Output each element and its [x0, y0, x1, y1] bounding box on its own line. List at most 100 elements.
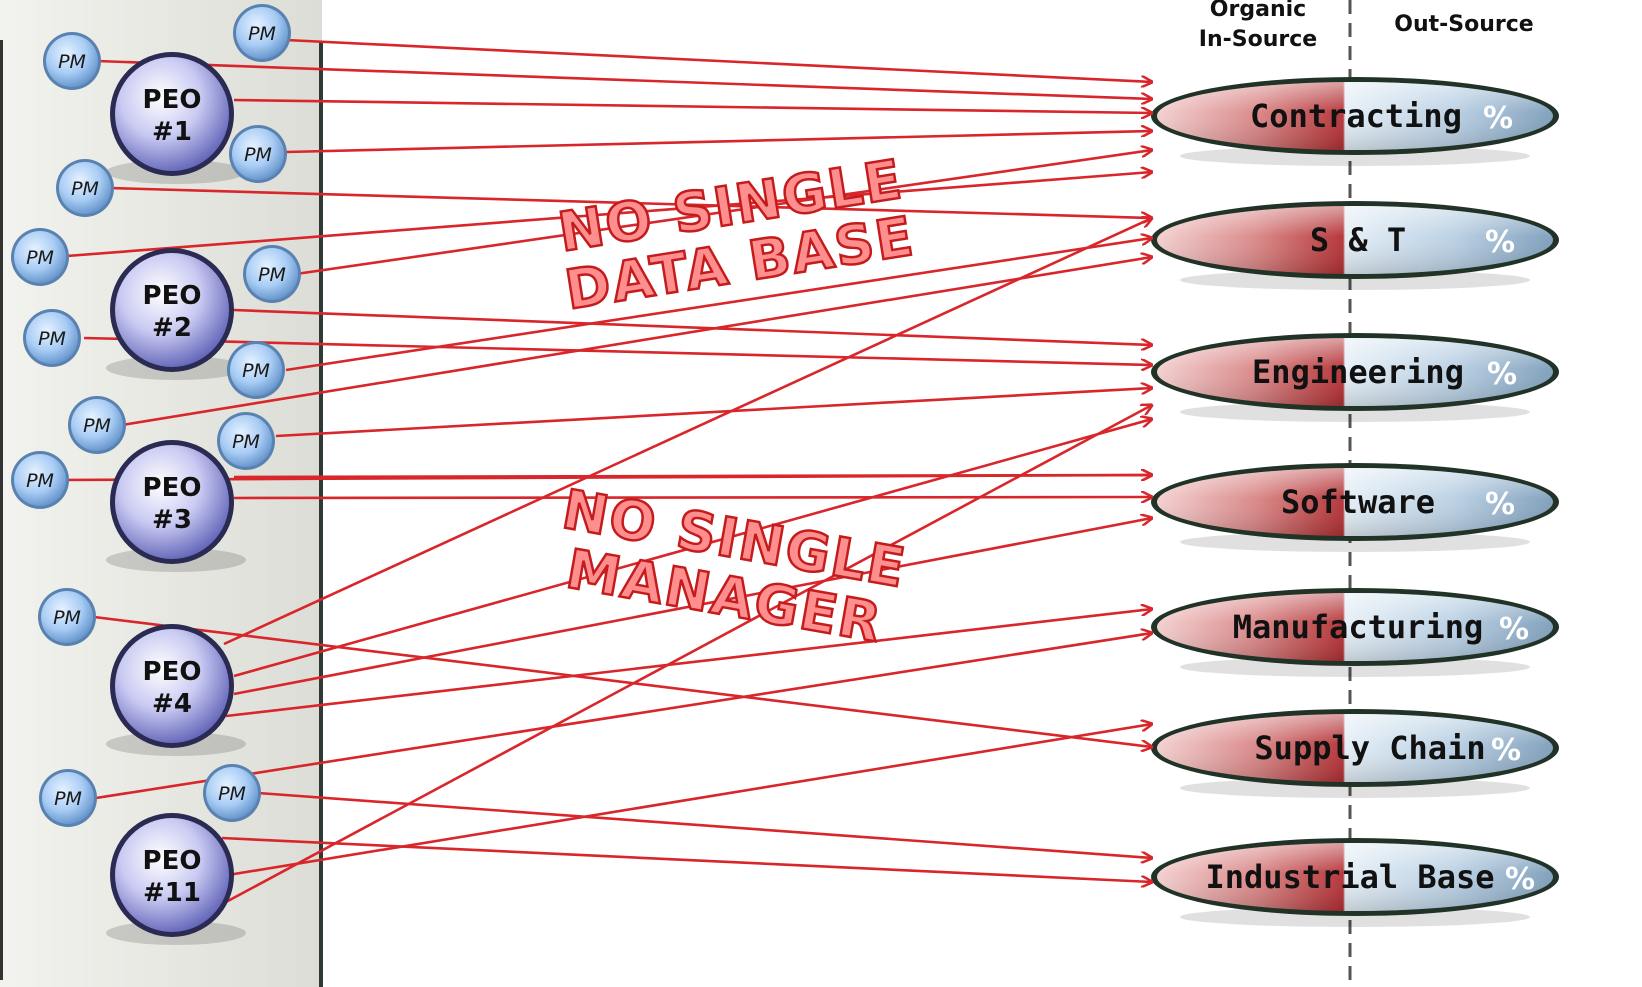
function-pill: Engineering% — [1151, 333, 1559, 422]
function-label: Contracting — [1250, 97, 1462, 135]
pm-label: PM — [248, 23, 276, 45]
org-nodes: PEO#1PEO#2PEO#3PEO#4PEO#11PMPMPMPMPMPMPM… — [11, 4, 301, 945]
function-label: Manufacturing — [1233, 608, 1483, 646]
pm-node: PM — [217, 412, 275, 470]
stamp-no-single-data-base: NO SINGLE DATA BASE — [553, 146, 920, 323]
pm-node: PM — [203, 764, 261, 822]
pm-circle — [71, 399, 123, 451]
pm-label: PM — [242, 360, 270, 382]
pm-label: PM — [53, 607, 81, 629]
pm-circle — [14, 454, 66, 506]
peo-node: PEO#1 — [106, 52, 246, 184]
function-pill: Software% — [1151, 463, 1559, 552]
pm-node: PM — [229, 125, 287, 183]
pm-node: PM — [11, 451, 69, 509]
peo-number: #2 — [152, 313, 192, 343]
peo-node: PEO#4 — [106, 624, 246, 756]
pm-circle — [232, 128, 284, 180]
pm-label: PM — [244, 144, 272, 166]
pm-circle — [41, 591, 93, 643]
connection-arrow — [225, 609, 1152, 718]
pm-circle — [236, 7, 288, 59]
connection-arrow — [233, 518, 1152, 696]
function-percent: % — [1487, 357, 1517, 392]
connection-arrow — [275, 388, 1152, 438]
pill-gloss — [1157, 82, 1553, 150]
function-label: S & T — [1310, 221, 1406, 259]
peo-circle — [115, 818, 229, 932]
pm-node: PM — [38, 588, 96, 646]
connection-arrow — [233, 475, 1152, 477]
peo-node: PEO#2 — [106, 248, 246, 380]
header-out-source: Out-Source — [1394, 12, 1533, 37]
pm-label: PM — [71, 178, 99, 200]
connection-arrows — [53, 38, 1152, 904]
pm-node: PM — [68, 396, 126, 454]
connection-arrow — [285, 238, 1152, 372]
connection-arrow — [233, 308, 1152, 345]
peo-circle — [115, 629, 229, 743]
pm-label: PM — [54, 788, 82, 810]
pm-circle — [206, 767, 258, 819]
pm-circle — [230, 344, 282, 396]
pm-label: PM — [232, 431, 260, 453]
connection-arrow — [223, 218, 1152, 646]
function-label: Industrial Base — [1206, 858, 1495, 896]
pm-label: PM — [218, 783, 246, 805]
peo-label: PEO — [143, 846, 202, 876]
connection-arrow — [221, 836, 1152, 882]
peo-circle — [115, 445, 229, 559]
peo-number: #1 — [152, 117, 192, 147]
function-label: Engineering — [1252, 353, 1464, 391]
pm-node: PM — [11, 228, 69, 286]
connection-arrow — [95, 633, 1152, 800]
connection-arrow — [221, 724, 1152, 878]
panel-left-edge — [0, 40, 3, 980]
pill-gloss — [1157, 843, 1553, 911]
peo-label: PEO — [143, 657, 202, 687]
function-percent: % — [1505, 862, 1535, 897]
function-label: Supply Chain — [1254, 729, 1485, 767]
connection-arrow — [121, 257, 1152, 427]
peo-circle — [115, 253, 229, 367]
pill-gloss — [1157, 338, 1553, 406]
pill-gloss — [1157, 593, 1553, 661]
pm-node: PM — [23, 309, 81, 367]
connection-arrow — [53, 172, 1152, 259]
peo-number: #11 — [143, 878, 201, 908]
peo-circle — [115, 57, 229, 171]
function-percent: % — [1491, 733, 1521, 768]
peo-node: PEO#11 — [106, 813, 246, 945]
header-in-source: In-Source — [1199, 27, 1317, 52]
pm-label: PM — [83, 415, 111, 437]
pm-label: PM — [38, 328, 66, 350]
pm-node: PM — [227, 341, 285, 399]
pm-circle — [246, 248, 298, 300]
pm-node: PM — [233, 4, 291, 62]
connection-arrow — [295, 150, 1152, 276]
peo-node: PEO#3 — [106, 440, 246, 572]
header-organic: Organic — [1210, 0, 1306, 22]
connection-arrow — [233, 98, 1152, 113]
function-percent: % — [1485, 225, 1515, 260]
function-pill: Manufacturing% — [1151, 588, 1559, 677]
pm-circle — [26, 312, 78, 364]
function-percent: % — [1499, 612, 1529, 647]
pm-node: PM — [243, 245, 301, 303]
connection-arrow — [233, 497, 1152, 498]
pm-node: PM — [39, 769, 97, 827]
pm-node: PM — [56, 159, 114, 217]
connection-arrow — [93, 615, 1152, 747]
function-pills: Contracting%S & T%Engineering%Software%M… — [1151, 77, 1559, 927]
connection-arrow — [225, 405, 1152, 904]
pm-circle — [220, 415, 272, 467]
peo-label: PEO — [143, 281, 202, 311]
function-pill: Supply Chain% — [1151, 709, 1559, 798]
connection-arrow — [109, 186, 1152, 218]
function-label: Software — [1281, 483, 1435, 521]
pm-label: PM — [26, 470, 54, 492]
pm-node: PM — [43, 32, 101, 90]
function-pill: Industrial Base% — [1151, 838, 1559, 927]
peo-label: PEO — [143, 85, 202, 115]
